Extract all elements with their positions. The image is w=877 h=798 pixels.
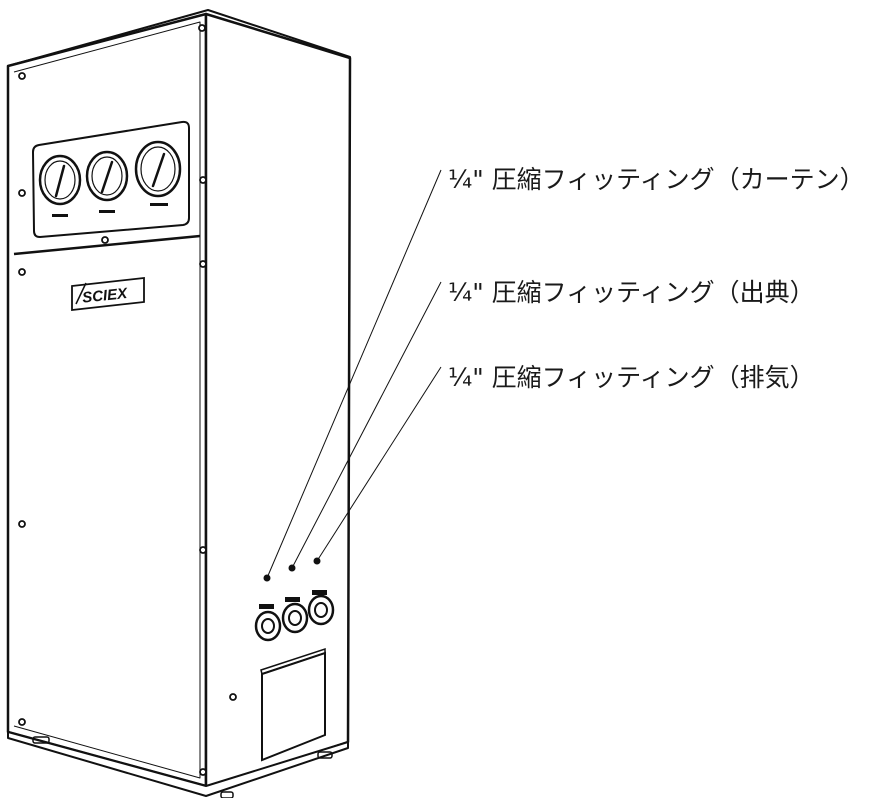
foot-center [220, 791, 234, 798]
screw-icon [18, 72, 26, 80]
fitting-exhaust [307, 590, 335, 626]
foot-left [32, 736, 50, 744]
compression-fittings [254, 590, 335, 642]
callout-line-source [291, 281, 442, 569]
gauge-3 [134, 140, 182, 206]
gauge-1 [38, 154, 82, 217]
callout-line-curtain [266, 169, 442, 579]
access-plate [260, 647, 326, 762]
screw-icon [199, 260, 207, 268]
screw-icon [199, 176, 207, 184]
gauge-panel-frame [31, 120, 190, 239]
screw-icon [229, 693, 237, 701]
screw-icon [18, 268, 26, 276]
callout-lines [266, 169, 442, 579]
screw-icon [198, 24, 206, 32]
cabinet-front-inner [13, 21, 201, 779]
screw-icon [101, 236, 109, 244]
gauge-2 [85, 150, 129, 213]
screws [18, 24, 237, 776]
screw-icon [18, 718, 26, 726]
label-source-fitting: ¼" 圧縮フィッティング（出典） [448, 278, 815, 307]
foot-right [317, 751, 333, 759]
cabinet-bottom [7, 731, 349, 797]
panel-divider [13, 234, 201, 256]
label-curtain-fitting: ¼" 圧縮フィッティング（カーテン） [448, 165, 865, 194]
fitting-source [281, 597, 309, 634]
logo-text: SCIEX [81, 285, 129, 307]
screw-icon [18, 189, 26, 197]
fitting-curtain [254, 604, 282, 642]
screw-icon [199, 768, 207, 776]
screw-icon [18, 520, 26, 528]
label-exhaust-fitting: ¼" 圧縮フィッティング（排気） [448, 363, 815, 392]
screw-icon [199, 546, 207, 554]
gauge-panel [31, 120, 190, 239]
callout-line-exhaust [316, 366, 442, 562]
sciex-logo: SCIEX [71, 276, 145, 312]
